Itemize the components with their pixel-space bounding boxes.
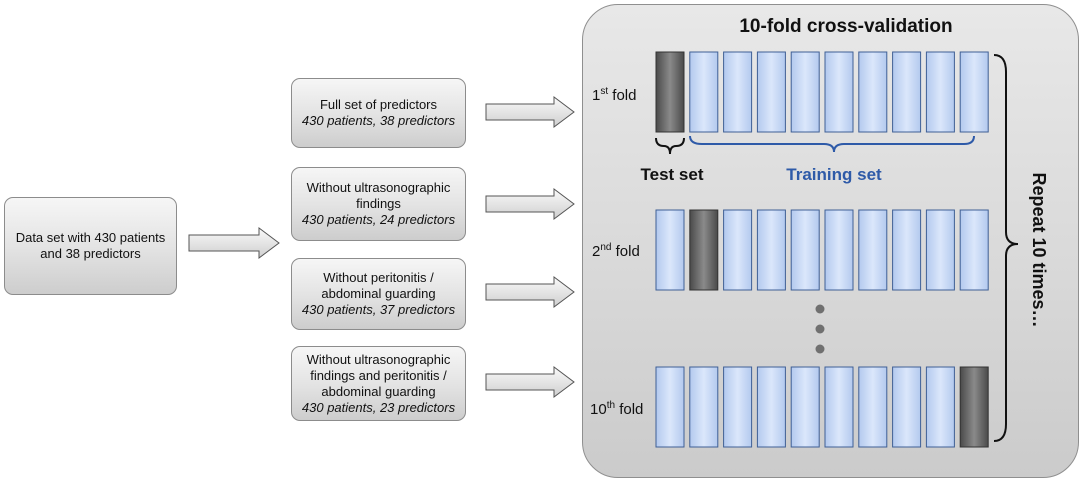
arrow-to-cv-2	[485, 188, 575, 220]
predictor-set-title: Without ultrasonographic	[306, 351, 451, 367]
fold-label-2: 2nd fold	[592, 242, 640, 260]
fold-label-1: 1st fold	[592, 86, 636, 104]
training-fold-bar	[723, 209, 753, 291]
training-fold-bar	[892, 209, 922, 291]
predictor-set-detail: 430 patients, 24 predictors	[301, 212, 456, 227]
repeat-brace	[993, 54, 1019, 442]
fold-label-10: 10th fold	[590, 400, 643, 418]
training-fold-bar	[689, 366, 719, 448]
arrow-to-cv-4	[485, 366, 575, 398]
fold-label-2-num: 2	[592, 243, 600, 260]
training-fold-bar	[723, 366, 753, 448]
test-fold-bar	[959, 366, 989, 448]
training-fold-bar	[925, 51, 955, 133]
training-fold-bar	[858, 209, 888, 291]
predictor-set-title: Full set of predictors	[319, 97, 438, 112]
fold-label-1-word: fold	[612, 87, 636, 104]
training-fold-bar	[824, 366, 854, 448]
fold-label-10-word: fold	[619, 401, 643, 418]
arrow-to-cv-1	[485, 96, 575, 128]
input-dataset-line2: and 38 predictors	[40, 246, 141, 261]
training-fold-bar	[858, 366, 888, 448]
flow-arrows	[188, 96, 575, 398]
fold-label-2-word: fold	[616, 243, 640, 260]
training-fold-bar	[756, 366, 786, 448]
predictor-set-no-ultrasound: Without ultrasonographic findings 430 pa…	[291, 167, 466, 241]
input-dataset-box: Data set with 430 patients and 38 predic…	[4, 197, 177, 295]
predictor-set-full: Full set of predictors 430 patients, 38 …	[291, 78, 466, 148]
training-fold-bar	[655, 209, 685, 291]
training-fold-bar	[790, 209, 820, 291]
training-fold-bar	[756, 51, 786, 133]
predictor-set-no-peritonitis: Without peritonitis / abdominal guarding…	[291, 258, 466, 330]
predictor-set-detail: 430 patients, 38 predictors	[301, 113, 456, 128]
training-fold-bar	[824, 51, 854, 133]
fold-label-10-sup: th	[607, 400, 615, 411]
training-fold-bar	[925, 209, 955, 291]
test-set-brace	[655, 137, 685, 155]
predictor-set-no-ultrasound-no-peritonitis: Without ultrasonographic findings and pe…	[291, 346, 466, 421]
training-fold-bar	[790, 51, 820, 133]
input-dataset-line1: Data set with 430 patients	[15, 230, 166, 245]
training-set-brace	[689, 135, 975, 153]
fold-label-2-sup: nd	[600, 242, 611, 253]
fold-label-1-num: 1	[592, 87, 600, 104]
ellipsis-dot	[815, 344, 825, 354]
training-fold-bar	[790, 366, 820, 448]
fold-label-1-sup: st	[600, 86, 608, 97]
test-fold-bar	[655, 51, 685, 133]
training-fold-bar	[892, 51, 922, 133]
training-fold-bar	[892, 366, 922, 448]
training-fold-bar	[756, 209, 786, 291]
training-fold-bar	[723, 51, 753, 133]
training-fold-bar	[858, 51, 888, 133]
test-fold-bar	[689, 209, 719, 291]
repeat-label: Repeat 10 times…	[1029, 172, 1049, 327]
training-fold-bar	[959, 51, 989, 133]
training-fold-bar	[824, 209, 854, 291]
ellipsis-dot	[815, 324, 825, 334]
fold-rows	[655, 51, 989, 448]
ellipsis-dot	[815, 304, 825, 314]
predictor-set-title: findings	[356, 196, 401, 211]
training-fold-bar	[689, 51, 719, 133]
cv-panel-title: 10-fold cross-validation	[739, 16, 952, 37]
arrow-to-predictor-sets	[188, 227, 280, 259]
predictor-set-detail: 430 patients, 23 predictors	[301, 399, 456, 415]
arrow-to-cv-3	[485, 276, 575, 308]
test-set-label: Test set	[641, 165, 704, 184]
predictor-set-title: Without ultrasonographic	[306, 180, 451, 195]
predictor-set-title: abdominal guarding	[321, 383, 436, 399]
training-fold-bar	[655, 366, 685, 448]
training-set-label: Training set	[786, 165, 882, 184]
predictor-set-title: abdominal guarding	[321, 286, 436, 301]
training-fold-bar	[959, 209, 989, 291]
training-fold-bar	[925, 366, 955, 448]
predictor-set-title: Without peritonitis /	[323, 270, 434, 285]
predictor-set-title: findings and peritonitis /	[310, 367, 447, 383]
fold-label-10-num: 10	[590, 401, 607, 418]
predictor-set-detail: 430 patients, 37 predictors	[301, 302, 456, 317]
